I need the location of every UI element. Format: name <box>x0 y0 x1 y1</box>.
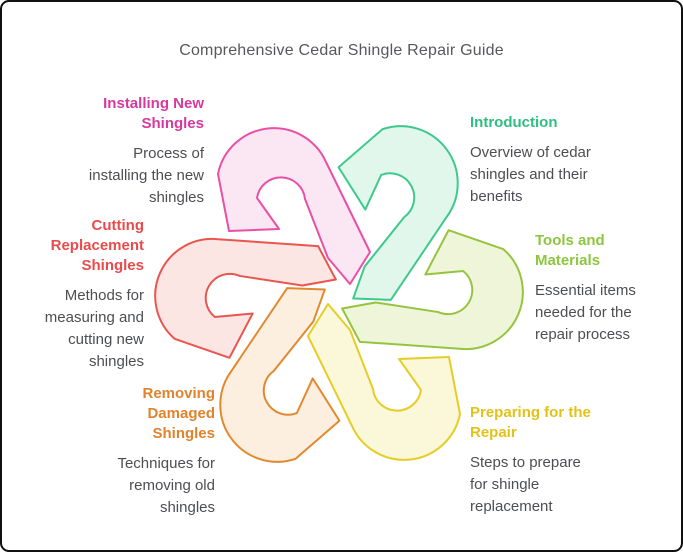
section-body-preparing-for-the-repair: Steps to prepare for shingle replacement <box>470 454 581 515</box>
section-heading-installing-new-shingles: Installing New Shingles <box>103 95 204 132</box>
section-installing-new-shingles: Installing New Shingles Process of insta… <box>34 94 204 209</box>
loop-tools-and-materials <box>341 229 524 351</box>
loop-removing-damaged-shingles <box>219 287 341 463</box>
section-body-removing-damaged-shingles: Techniques for removing old shingles <box>117 455 215 516</box>
section-body-tools-and-materials: Essential items needed for the repair pr… <box>535 282 636 343</box>
loop-cutting-replacement-shingles <box>154 237 337 359</box>
section-heading-preparing-for-the-repair: Preparing for the Repair <box>470 404 591 441</box>
section-body-installing-new-shingles: Process of installing the new shingles <box>88 145 204 206</box>
loop-installing-new-shingles <box>217 127 371 285</box>
loop-preparing-for-the-repair <box>307 303 461 461</box>
section-introduction: Introduction Overview of cedar shingles … <box>470 113 650 208</box>
section-preparing-for-the-repair: Preparing for the Repair Steps to prepar… <box>470 403 656 518</box>
section-heading-introduction: Introduction <box>470 114 558 131</box>
page-title: Comprehensive Cedar Shingle Repair Guide <box>179 42 504 59</box>
loop-introduction <box>337 125 459 301</box>
section-removing-damaged-shingles: Removing Damaged Shingles Techniques for… <box>45 384 215 519</box>
section-cutting-replacement-shingles: Cutting Replacement Shingles Methods for… <box>2 216 144 373</box>
section-body-cutting-replacement-shingles: Methods for measuring and cutting new sh… <box>44 287 144 370</box>
section-body-introduction: Overview of cedar shingles and their ben… <box>470 144 591 205</box>
section-heading-tools-and-materials: Tools and Materials <box>535 232 605 269</box>
section-tools-and-materials: Tools and Materials Essential items need… <box>535 231 681 346</box>
section-heading-cutting-replacement-shingles: Cutting Replacement Shingles <box>50 217 144 274</box>
section-heading-removing-damaged-shingles: Removing Damaged Shingles <box>142 385 215 442</box>
